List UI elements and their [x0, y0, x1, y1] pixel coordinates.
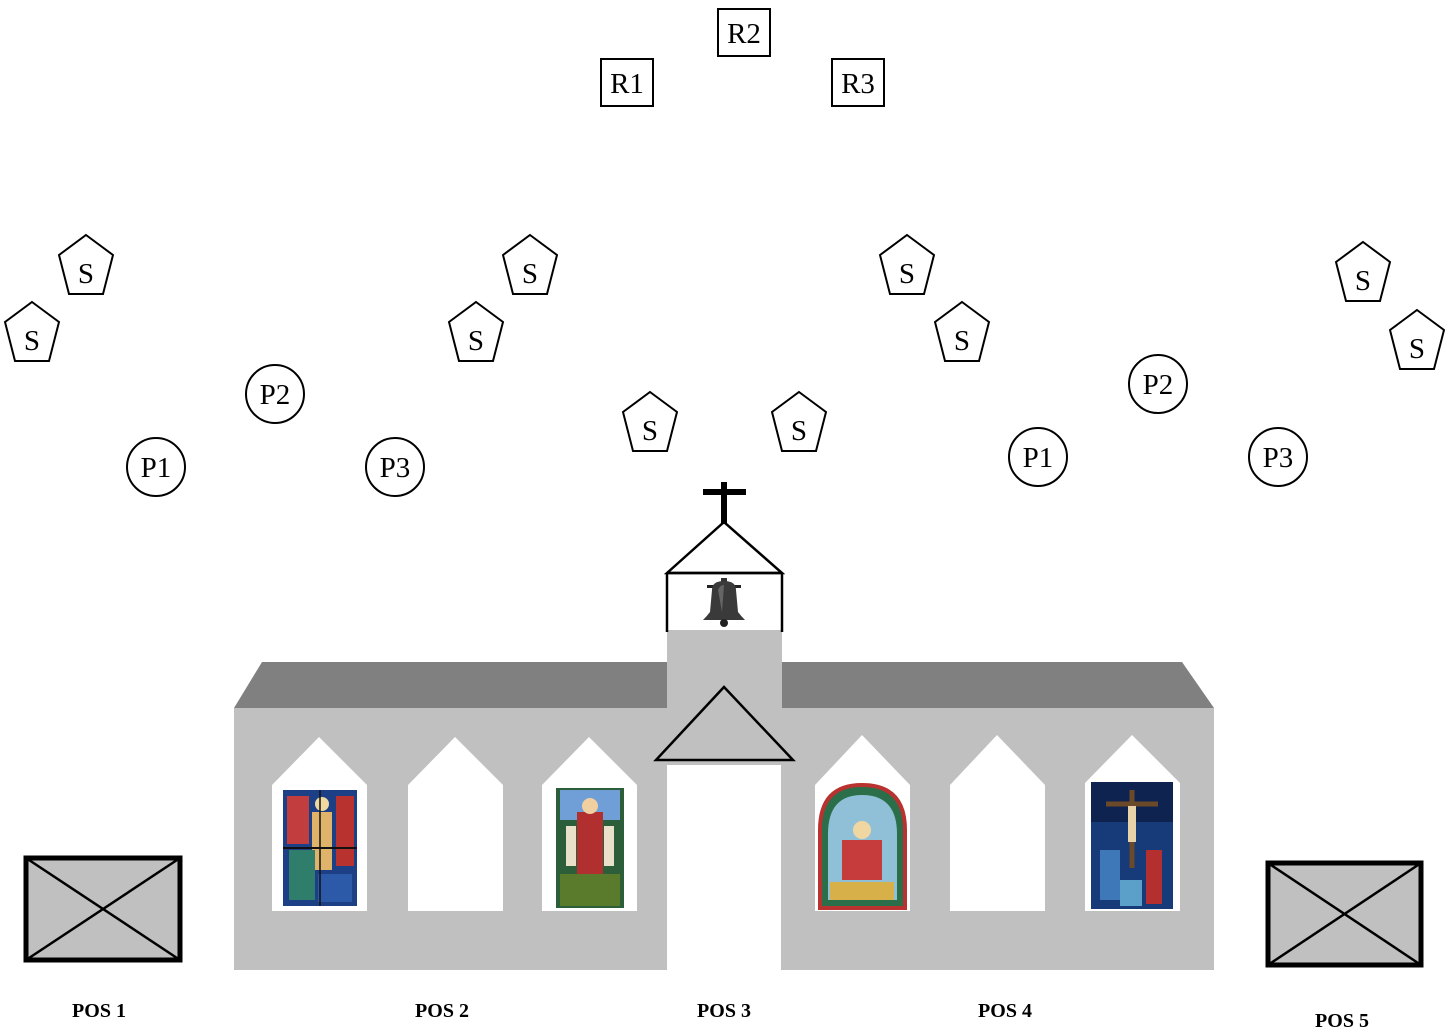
speaker-box-icon [1268, 863, 1421, 965]
source-marker: S [772, 392, 826, 451]
receiver-r1: R1 [601, 59, 653, 106]
receiver-r2: R2 [718, 9, 770, 56]
left-roof [234, 662, 667, 708]
source-marker: S [5, 302, 59, 361]
source-label: S [78, 258, 94, 290]
pos-2-label: POS 2 [415, 1000, 469, 1022]
speaker-box-icon [26, 858, 180, 960]
church-building [234, 482, 1214, 972]
bell-icon [703, 578, 745, 627]
receiver-r3: R3 [832, 59, 884, 106]
source-label: S [1409, 333, 1425, 365]
source-marker: S [449, 302, 503, 361]
source-marker: S [935, 302, 989, 361]
p-marker-p3-left: P3 [366, 438, 424, 496]
source-label: S [24, 325, 40, 357]
stained-glass-2 [556, 788, 624, 908]
source-marker: S [623, 392, 677, 451]
p-marker-p2-left: P2 [246, 365, 304, 423]
source-label: S [642, 415, 658, 447]
source-label: S [468, 325, 484, 357]
p-label: P3 [1263, 442, 1294, 474]
source-marker: S [1336, 242, 1390, 301]
right-roof [781, 662, 1214, 708]
sources: S S S S S S S S [5, 235, 1444, 451]
stained-glass-4 [1091, 782, 1173, 909]
receiver-label: R3 [841, 68, 875, 100]
source-label: S [791, 415, 807, 447]
pos-4-label: POS 4 [978, 1000, 1032, 1022]
p-marker-p2-right: P2 [1129, 355, 1187, 413]
p-label: P1 [141, 452, 172, 484]
receiver-label: R1 [610, 68, 644, 100]
main-door [669, 765, 780, 972]
p-label: P1 [1023, 442, 1054, 474]
source-marker: S [880, 235, 934, 294]
p-markers: P2 P1 P3 P2 P1 P3 [127, 355, 1307, 496]
source-label: S [522, 258, 538, 290]
source-marker: S [59, 235, 113, 294]
position-labels: POS 1 POS 2 POS 3 POS 4 POS 5 [72, 1000, 1369, 1032]
p-label: P2 [260, 379, 291, 411]
pos-3-label: POS 3 [697, 1000, 751, 1022]
p-marker-p1-left: P1 [127, 438, 185, 496]
receiver-label: R2 [727, 18, 761, 50]
source-label: S [1355, 265, 1371, 297]
p-marker-p3-right: P3 [1249, 428, 1307, 486]
p-label: P2 [1143, 369, 1174, 401]
stained-glass-1 [283, 790, 357, 906]
source-label: S [899, 258, 915, 290]
cross-icon [703, 482, 746, 524]
pos-5-label: POS 5 [1315, 1010, 1369, 1032]
stained-glass-3 [820, 785, 905, 908]
source-marker: S [503, 235, 557, 294]
p-label: P3 [380, 452, 411, 484]
p-marker-p1-right: P1 [1009, 428, 1067, 486]
receivers: R2 R1 R3 [601, 9, 884, 106]
belfry-roof [667, 522, 782, 573]
source-label: S [954, 325, 970, 357]
pos-1-label: POS 1 [72, 1000, 126, 1022]
source-marker: S [1390, 310, 1444, 369]
